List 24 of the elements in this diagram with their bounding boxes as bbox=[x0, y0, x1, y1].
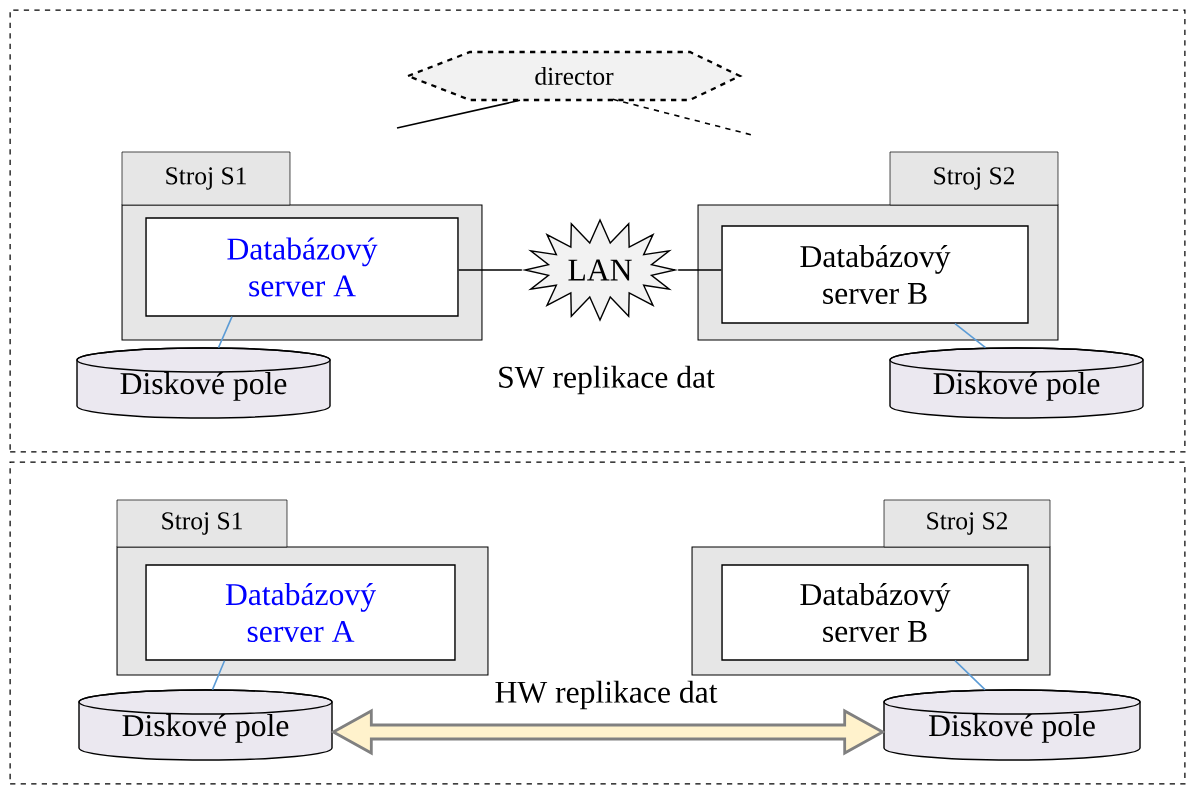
server-box: Databázový server A bbox=[145, 564, 456, 661]
disk-cylinder: Diskové pole bbox=[883, 689, 1141, 761]
server-box: Databázový server B bbox=[721, 564, 1029, 661]
server-box: Databázový server B bbox=[721, 225, 1029, 324]
caption-text: SW replikace dat bbox=[499, 365, 715, 395]
connector-line bbox=[211, 659, 226, 691]
node-label: Stroj S2 bbox=[927, 512, 1007, 535]
connector-line bbox=[217, 315, 233, 349]
dashed-panel bbox=[9, 461, 1186, 785]
connector-line bbox=[396, 99, 521, 129]
disk-cylinder: Diskové pole bbox=[76, 347, 331, 419]
connector-line bbox=[954, 322, 987, 349]
connector-line bbox=[677, 269, 723, 271]
edge-label: HW replikace dat bbox=[492, 678, 720, 712]
disk-cylinder: Diskové pole bbox=[78, 689, 333, 761]
connector-line bbox=[612, 98, 753, 136]
disk-cylinder: Diskové pole bbox=[889, 347, 1144, 419]
server-box: Databázový server A bbox=[145, 217, 459, 317]
connector-line bbox=[954, 659, 986, 691]
connector-line bbox=[457, 269, 523, 271]
node-label: Stroj S1 bbox=[166, 167, 246, 190]
node-label: Stroj S2 bbox=[934, 167, 1014, 190]
dashed-panel bbox=[9, 9, 1186, 453]
node-label: Stroj S1 bbox=[162, 512, 242, 535]
